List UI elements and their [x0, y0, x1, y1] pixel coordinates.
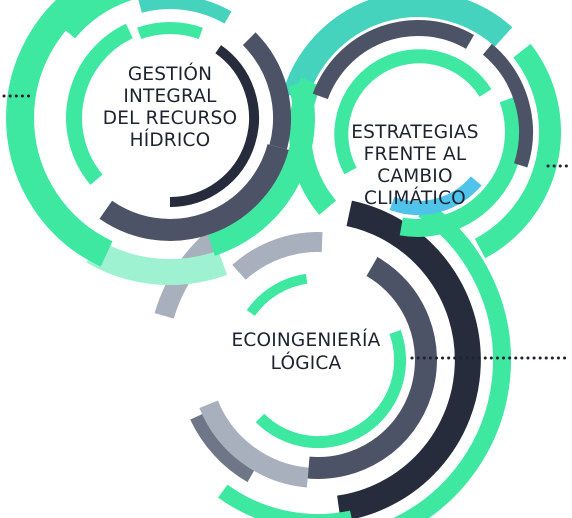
eco-arc-green-top	[246, 273, 308, 316]
eco-arc-steel	[190, 411, 257, 483]
estr-arc-navy	[312, 20, 474, 100]
gest-arc-green-outer	[6, 0, 113, 267]
gest-arc-green-top	[59, 0, 133, 39]
eco-arc-green-inner	[255, 329, 407, 449]
label-gestion-line-1: GESTIÓN	[128, 63, 212, 85]
label-estrategias-cambio-climatico: ESTRATEGIAS FRENTE AL CAMBIO CLIMÁTICO	[351, 122, 478, 209]
gest-arc-slate-mid	[99, 143, 289, 241]
estr-arc-green-inner	[334, 49, 492, 175]
eco-arc-navy-outer	[337, 200, 481, 518]
estr-arc-teal-outer	[282, 0, 513, 101]
eco-arc-silver-top	[232, 232, 323, 280]
eco-arc-silver-bottom	[199, 400, 309, 488]
label-ecoingenieria-line-1: ECOINGENIERÍA	[231, 329, 380, 351]
gest-arc-green-small	[137, 21, 203, 40]
gest-arc-slate-right	[242, 32, 291, 150]
estr-arc-green-outer-right	[474, 43, 561, 259]
eco-arc-slate-inner	[307, 256, 437, 479]
eco-arc-green-bottom	[218, 484, 352, 518]
gest-arc-mint-outer	[86, 239, 228, 285]
dotted-connectors-layer	[2, 94, 572, 360]
ring-arcs-layer	[6, 0, 561, 518]
estr-arc-green-mid	[399, 96, 523, 237]
label-estrategias-line-4: CLIMÁTICO	[364, 187, 466, 209]
label-gestion-line-4: HÍDRICO	[130, 129, 211, 151]
label-gestion-integral: GESTIÓN INTEGRAL DEL RECURSO HÍDRICO	[103, 63, 237, 151]
label-estrategias-line-2: FRENTE AL	[364, 144, 467, 165]
gest-arc-green-inner	[66, 23, 133, 185]
label-estrategias-line-3: CAMBIO	[377, 166, 452, 187]
label-gestion-line-3: DEL RECURSO	[103, 108, 237, 129]
gest-arc-navy-inner	[169, 45, 259, 207]
estr-arc-slate-right	[482, 43, 533, 168]
gest-arc-teal-top	[138, 0, 232, 24]
gest-arc-green-right	[207, 80, 315, 256]
estr-arc-sky	[389, 176, 482, 215]
label-estrategias-line-1: ESTRATEGIAS	[351, 122, 478, 143]
label-gestion-line-2: INTEGRAL	[123, 86, 217, 107]
eco-arc-green-outer	[393, 201, 512, 518]
label-ecoingenieria-logica: ECOINGENIERÍA LÓGICA	[231, 329, 380, 374]
label-ecoingenieria-line-2: LÓGICA	[271, 352, 342, 374]
